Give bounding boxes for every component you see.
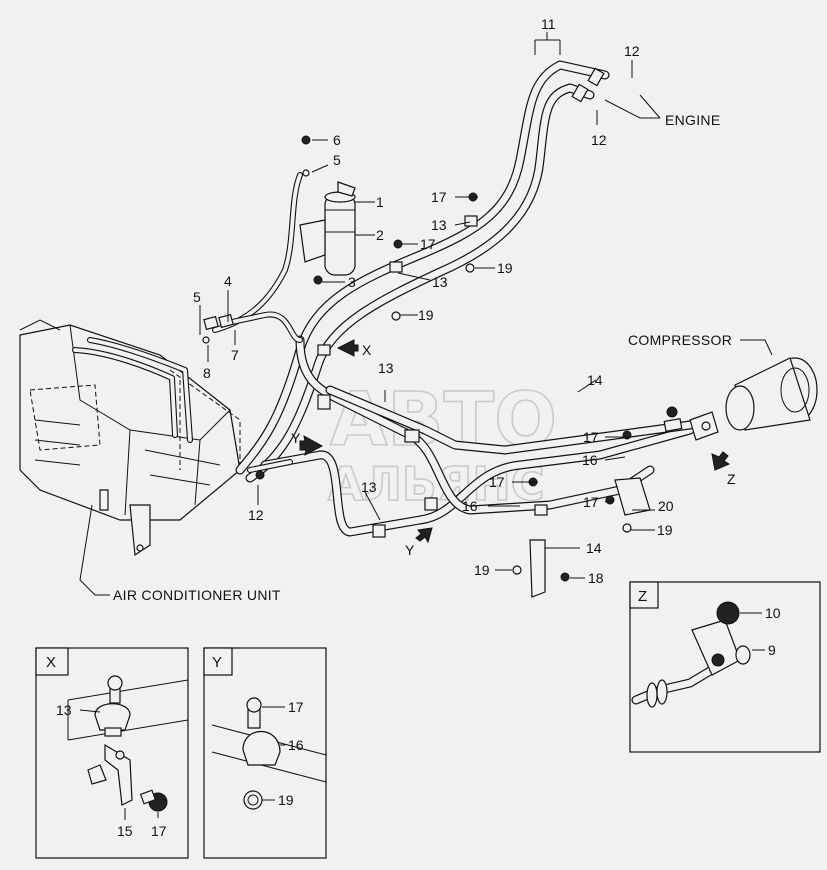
callout-3: 3: [348, 274, 356, 290]
detail-y-title: Y: [212, 654, 222, 671]
callout-13-c: 13: [378, 360, 394, 376]
callout-17-e: 17: [583, 494, 599, 510]
callout-12-left: 12: [248, 507, 264, 523]
arrow-x: [336, 339, 359, 357]
callout-14-b: 14: [586, 540, 602, 556]
callout-12-top: 12: [624, 43, 640, 59]
callout-20: 20: [658, 498, 674, 514]
callout-19-b: 19: [418, 307, 434, 323]
detail-x-panel: X 13 15 17: [35, 647, 189, 859]
compressor: [666, 357, 818, 441]
callout-17-b: 17: [420, 236, 436, 252]
detail-y-callout-16: 16: [288, 737, 304, 753]
callout-18: 18: [588, 570, 604, 586]
callout-19-a: 19: [497, 260, 513, 276]
detail-x-callout-17: 17: [151, 823, 167, 839]
callout-19-d: 19: [474, 562, 490, 578]
callout-12-bottom: 12: [591, 132, 607, 148]
callout-14-a: 14: [587, 372, 603, 388]
callout-13-a: 13: [431, 217, 447, 233]
callout-labels: 11 12 12 ENGINE 6 5 1 2 3 4 5 7 8 17 13 …: [113, 16, 736, 603]
label-engine: ENGINE: [665, 112, 720, 128]
view-z-marker: Z: [727, 471, 736, 487]
detail-z-panel: Z 10 9: [629, 581, 821, 753]
detail-y-panel: Y 17 16 19: [203, 647, 327, 859]
view-y-marker-2: Y: [405, 542, 415, 558]
callout-6: 6: [333, 132, 341, 148]
callout-13-b: 13: [432, 274, 448, 290]
callout-2: 2: [376, 227, 384, 243]
detail-x-title: X: [46, 654, 56, 671]
callout-17-d: 17: [489, 474, 505, 490]
label-compressor: COMPRESSOR: [628, 332, 732, 348]
detail-z-callout-9: 9: [768, 642, 776, 658]
detail-x-callout-15: 15: [117, 823, 133, 839]
view-y-marker-1: Y: [291, 430, 301, 446]
detail-z-title: Z: [638, 588, 647, 605]
arrow-y1: [299, 435, 324, 456]
detail-y-callout-19: 19: [278, 792, 294, 808]
detail-x-callout-13: 13: [56, 702, 72, 718]
clamps-and-brackets: [202, 192, 651, 598]
callout-19-c: 19: [657, 522, 673, 538]
arrow-z: [711, 451, 731, 471]
arrow-y2: [415, 527, 433, 544]
view-x-marker: X: [362, 342, 372, 358]
callout-4: 4: [224, 273, 232, 289]
air-conditioner-unit: [19, 319, 241, 557]
callout-7: 7: [231, 347, 239, 363]
callout-16-b: 16: [462, 498, 478, 514]
receiver-drier: [299, 135, 356, 285]
callout-13-d: 13: [361, 479, 377, 495]
leader-lines: [79, 32, 773, 596]
callout-17-c: 17: [583, 429, 599, 445]
callout-8: 8: [203, 365, 211, 381]
detail-z-callout-10: 10: [765, 605, 781, 621]
callout-17-a: 17: [431, 189, 447, 205]
callout-16-a: 16: [582, 452, 598, 468]
callout-11: 11: [541, 16, 556, 32]
callout-1: 1: [376, 194, 384, 210]
detail-y-callout-17: 17: [288, 699, 304, 715]
label-air-conditioner-unit: AIR CONDITIONER UNIT: [113, 587, 281, 603]
view-arrows: [299, 339, 731, 544]
callout-5-left: 5: [193, 289, 201, 305]
callout-5-top: 5: [333, 152, 341, 168]
